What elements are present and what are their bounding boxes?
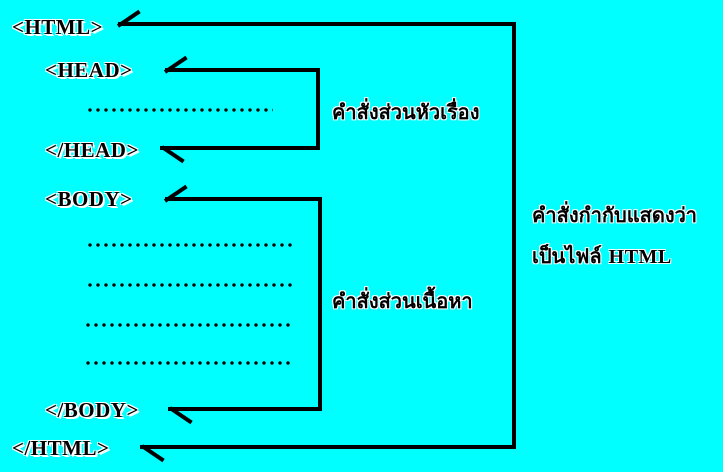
body-content-dots-2	[88, 283, 296, 288]
annotation-head-label: คำสั่งส่วนหัวเรื่อง	[332, 100, 480, 124]
tag-html-open: <HTML>	[12, 15, 104, 39]
annotation-body-label: คำสั่งส่วนเนื้อหา	[332, 289, 473, 313]
head-bracket-right-line	[316, 68, 320, 150]
body-content-dots-1	[88, 243, 296, 248]
annotation-html-label-line2: เป็นไฟล์ HTML	[532, 240, 672, 272]
head-content-dots	[88, 108, 273, 113]
tag-head-close: </HEAD>	[45, 138, 139, 162]
tag-body-open: <BODY>	[45, 187, 133, 211]
tag-head-open: <HEAD>	[45, 58, 133, 82]
annotation-html-label-line2-thai: เป็นไฟล์	[532, 244, 609, 268]
html-bracket-bottom-line	[140, 445, 516, 449]
tag-body-close: </BODY>	[45, 398, 139, 422]
annotation-html-label-line1: คำสั่งกำกับแสดงว่า	[532, 203, 698, 227]
tag-html-close: </HTML>	[12, 436, 110, 460]
body-bracket-right-line	[318, 197, 322, 411]
body-bracket-top-line	[165, 197, 322, 201]
head-bracket-top-line	[165, 68, 320, 72]
annotation-html-label-line2-latin: HTML	[608, 246, 672, 268]
head-bracket-bottom-line	[160, 146, 320, 150]
body-bracket-bottom-line	[168, 407, 322, 411]
html-bracket-right-line	[512, 22, 516, 449]
html-bracket-top-line	[118, 22, 516, 26]
body-content-dots-3	[86, 323, 294, 328]
body-content-dots-4	[86, 361, 294, 366]
